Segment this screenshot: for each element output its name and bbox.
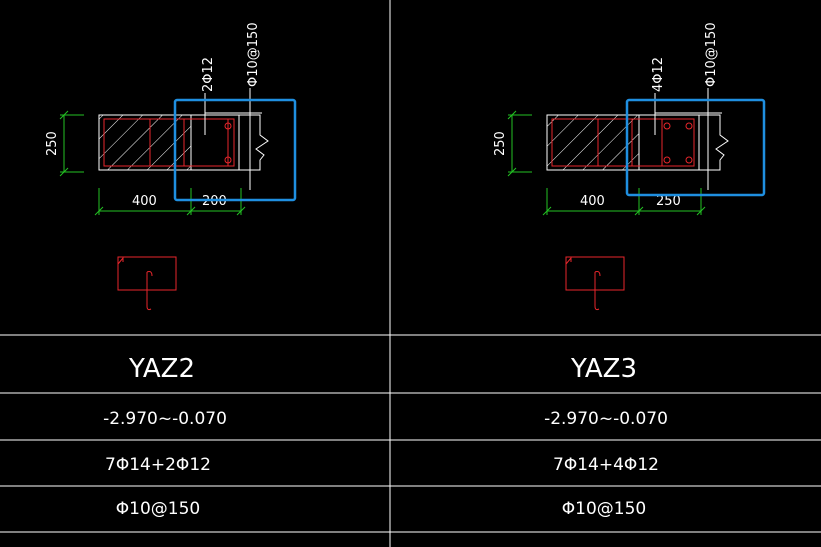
dimension-h2-value: 250	[656, 194, 681, 209]
rebar-dot	[685, 156, 693, 164]
hatched-wall	[98, 114, 192, 171]
section-detail-yaz3: 4Φ12 Φ10@150 250 400 250	[493, 22, 766, 311]
elevation-range: -2.970~-0.070	[544, 409, 668, 429]
vertical-dimension	[507, 110, 532, 177]
stirrup-label: Φ10@150	[246, 22, 261, 87]
vertical-dimension	[59, 110, 84, 177]
rebar-dot	[663, 156, 671, 164]
rebar-dot	[685, 122, 693, 130]
dimension-vertical-value: 250	[45, 131, 60, 156]
section-detail-yaz2: 2Φ12 Φ10@150 250 400 200	[45, 22, 297, 311]
column-outline	[190, 114, 240, 171]
horizontal-dimension	[542, 188, 706, 216]
dimension-vertical-value: 250	[493, 131, 508, 156]
main-rebar: 7Φ14+4Φ12	[553, 455, 659, 475]
stirrup-label: Φ10@150	[704, 22, 719, 87]
rebar-dot	[224, 156, 232, 164]
highlight-box	[173, 98, 297, 202]
stirrup-symbol	[117, 256, 177, 311]
stirrup-spec: Φ10@150	[562, 499, 646, 519]
break-line	[699, 114, 729, 171]
hatched-wall	[546, 114, 640, 171]
elevation-range: -2.970~-0.070	[103, 409, 227, 429]
dimension-h1-value: 400	[132, 194, 157, 209]
break-line	[239, 114, 269, 171]
column-outline	[638, 114, 700, 171]
stirrup-symbol	[565, 256, 625, 311]
dimension-h2-value: 200	[202, 194, 227, 209]
highlight-box	[625, 98, 766, 197]
column-name: YAZ2	[128, 354, 195, 384]
horizontal-dimension	[94, 188, 246, 216]
table-text: YAZ2 YAZ3 -2.970~-0.070 -2.970~-0.070 7Φ…	[103, 354, 668, 519]
top-rebar-label: 4Φ12	[651, 57, 666, 92]
rebar-stirrup-inner	[661, 118, 695, 167]
rebar-dot	[224, 122, 232, 130]
rebar-outline	[103, 118, 235, 167]
main-rebar: 7Φ14+2Φ12	[105, 455, 211, 475]
column-name: YAZ3	[570, 354, 637, 384]
dimension-h1-value: 400	[580, 194, 605, 209]
top-rebar-label: 2Φ12	[201, 57, 216, 92]
stirrup-spec: Φ10@150	[116, 499, 200, 519]
rebar-dot	[663, 122, 671, 130]
